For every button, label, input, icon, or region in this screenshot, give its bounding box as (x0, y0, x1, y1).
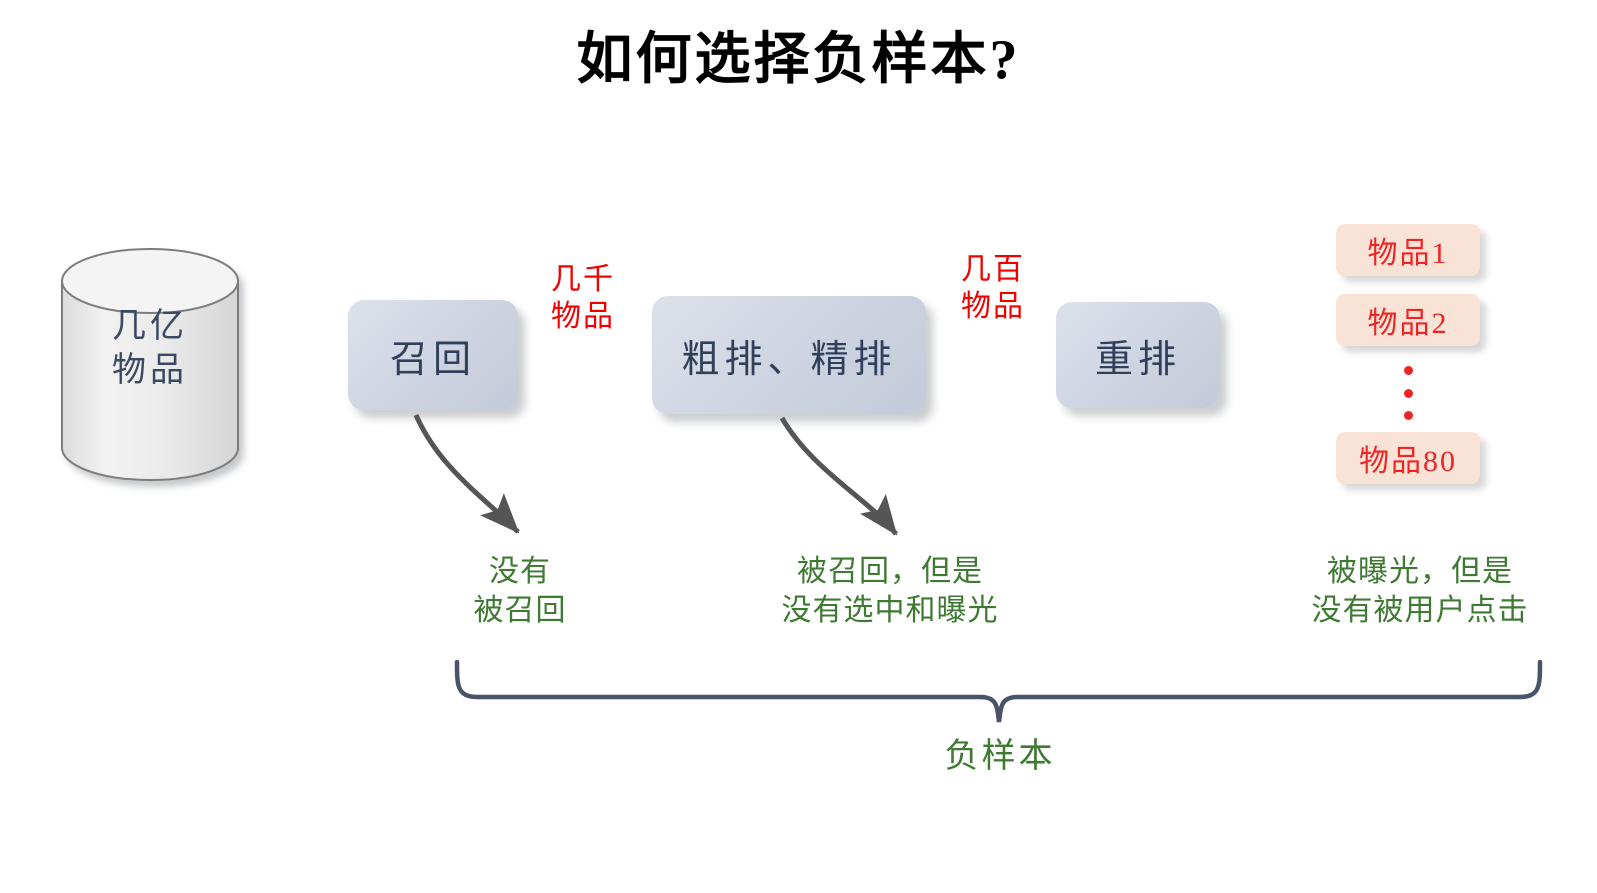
stage-box-rerank[interactable]: 重排 (1056, 302, 1220, 408)
result-item-80[interactable]: 物品80 (1336, 432, 1480, 484)
annotation-exposed-not-clicked: 被曝光，但是 没有被用户点击 (1311, 555, 1529, 627)
page-title: 如何选择负样本? (576, 29, 1021, 91)
stage-box-recall[interactable]: 召回 (348, 300, 518, 410)
result-item-1-label: 物品1 (1367, 237, 1449, 270)
stage-box-ranking[interactable]: 粗排、精排 (652, 296, 926, 414)
stage-label-ranking: 粗排、精排 (681, 338, 897, 381)
result-item-80-label: 物品80 (1359, 445, 1457, 478)
result-item-1[interactable]: 物品1 (1336, 224, 1480, 276)
arrow-ranking-dropoff (779, 416, 898, 536)
arrow-recall-dropoff (413, 413, 520, 534)
ellipsis-dot (1403, 366, 1413, 375)
annotation-not-recalled: 没有 被召回 (473, 555, 567, 627)
result-item-2[interactable]: 物品2 (1336, 294, 1480, 346)
ellipsis-dot (1403, 388, 1413, 398)
ellipsis-dot (1403, 411, 1413, 420)
stage-label-recall: 召回 (389, 338, 476, 381)
stage-label-rerank: 重排 (1094, 338, 1181, 381)
brace-label-negative-samples: 负样本 (944, 738, 1056, 775)
result-item-2-label: 物品2 (1367, 307, 1449, 340)
source-label: 几亿 物品 (112, 308, 188, 389)
vertical-ellipsis-icon (1336, 362, 1480, 424)
flow-count-thousands: 几千 物品 (551, 263, 615, 333)
flow-count-hundreds: 几百 物品 (961, 253, 1025, 323)
negative-sample-brace (454, 659, 1543, 723)
annotation-recalled-not-exposed: 被召回，但是 没有选中和曝光 (781, 555, 999, 627)
